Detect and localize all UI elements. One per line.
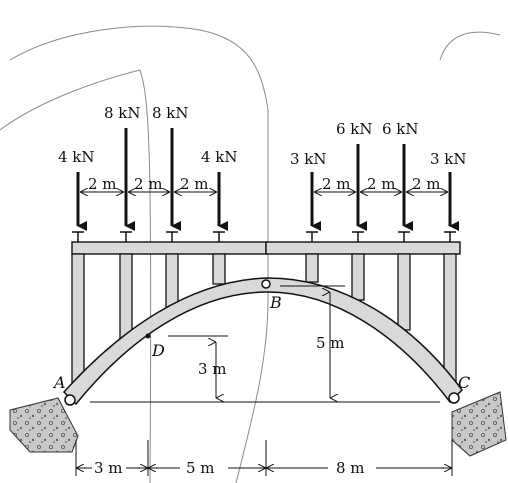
spacing-label: 2 m (322, 175, 351, 193)
span-dimensions (75, 440, 453, 476)
load-label: 8 kN (104, 104, 141, 122)
load-label: 6 kN (336, 120, 373, 138)
span-b-label: 5 m (186, 459, 215, 477)
pin-C (448, 392, 460, 404)
spacing-label: 2 m (134, 175, 163, 193)
point-D (145, 333, 151, 339)
point-label-C: C (458, 373, 470, 392)
point-label-D: D (151, 341, 165, 360)
pin-B (261, 279, 271, 289)
columns (71, 253, 457, 395)
span-a-label: 3 m (94, 459, 123, 477)
load-label: 4 kN (58, 148, 95, 166)
span-c-label: 8 m (336, 459, 365, 477)
pencil-marks (0, 25, 501, 483)
pin-A (64, 394, 76, 406)
load-label: 3 kN (430, 150, 467, 168)
spacing-label: 2 m (367, 175, 396, 193)
column (212, 253, 226, 285)
column (165, 253, 179, 309)
column (397, 253, 411, 331)
spacing-label: 2 m (180, 175, 209, 193)
bearing-pads (72, 231, 456, 242)
load-label: 6 kN (382, 120, 419, 138)
rise-B-label: 5 m (316, 334, 345, 352)
spacing-label: 2 m (412, 175, 441, 193)
deck-right (265, 241, 461, 255)
load-label: 4 kN (201, 148, 238, 166)
height-dimensions (90, 285, 440, 403)
column (305, 253, 319, 283)
point-label-A: A (52, 373, 66, 392)
rise-D-label: 3 m (198, 360, 227, 378)
support-left-ground (9, 397, 79, 453)
point-label-B: B (269, 293, 282, 312)
load-label: 3 kN (290, 150, 327, 168)
column (351, 253, 365, 301)
load-label: 8 kN (152, 104, 189, 122)
deck-left (71, 241, 267, 255)
support-right-ground (451, 391, 507, 457)
spacing-label: 2 m (88, 175, 117, 193)
load-arrows (76, 128, 459, 231)
